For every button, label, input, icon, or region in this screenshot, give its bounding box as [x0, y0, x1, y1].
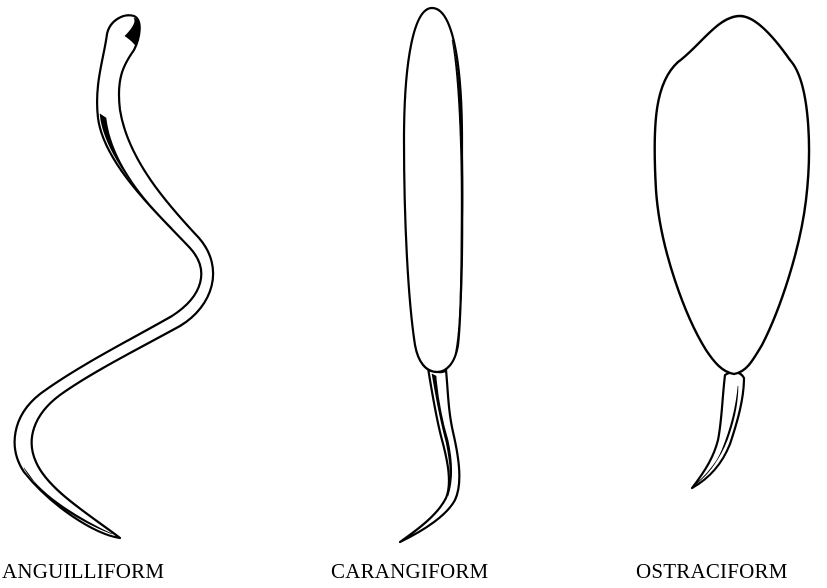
carangiform-body-outline: [404, 8, 462, 372]
carangiform-body-drawing: [400, 8, 463, 542]
carangiform-label: CARANGIFORM: [331, 561, 488, 582]
anguilliform-label: ANGUILLIFORM: [2, 561, 164, 582]
ostraciform-body-drawing: [655, 16, 809, 488]
ostraciform-body-outline: [655, 16, 809, 374]
anguilliform-body-outline: [15, 15, 213, 538]
ostraciform-label: OSTRACIFORM: [636, 561, 788, 582]
anguilliform-body-drawing: [15, 15, 213, 538]
ostraciform-tail-outline: [692, 372, 744, 488]
